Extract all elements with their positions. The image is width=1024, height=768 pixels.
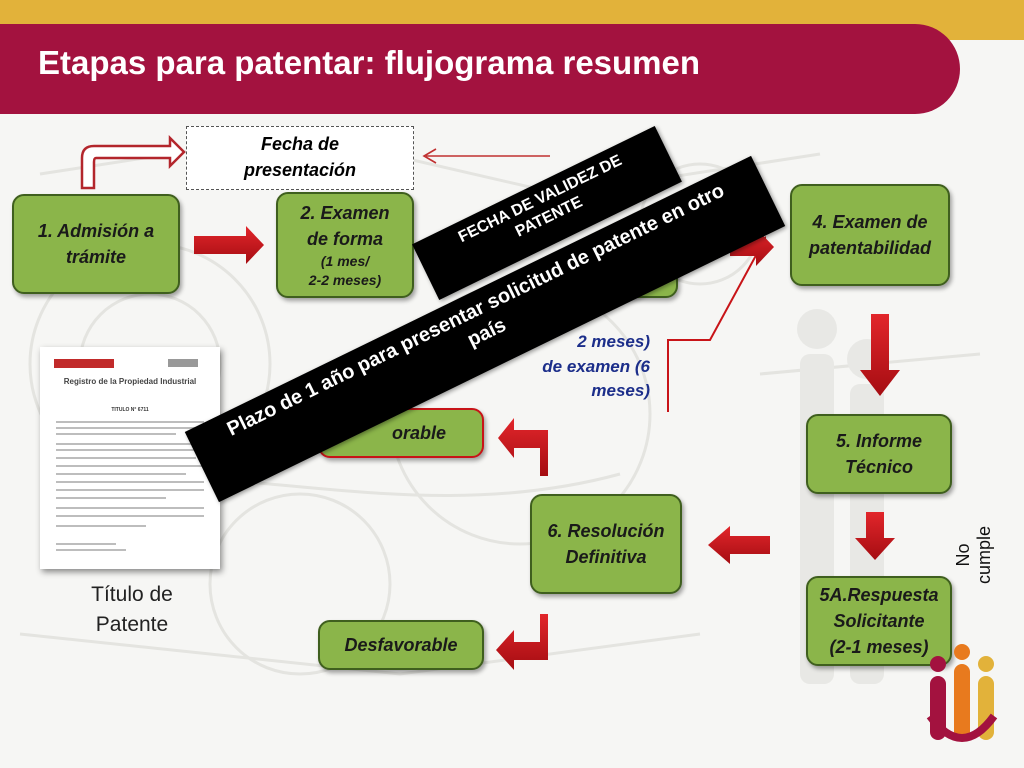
node-2-line1: 2. Examen [300, 200, 389, 226]
certificate-text-line [56, 481, 204, 483]
fecha-presentacion-line1: Fecha de [187, 131, 413, 157]
node-4-line1: 4. Examen de [812, 209, 927, 235]
node-respuesta-solicitante: 5A.Respuesta Solicitante (2-1 meses) [806, 576, 952, 666]
title-bar: Etapas para patentar: flujograma resumen [0, 24, 960, 114]
node-desfavorable: Desfavorable [318, 620, 484, 670]
node-informe-tecnico: 5. Informe Técnico [806, 414, 952, 494]
node-resolucion-definitiva: 6. Resolución Definitiva [530, 494, 682, 594]
node-desfavorable-label: Desfavorable [344, 632, 457, 658]
node-5-line1: 5. Informe [836, 428, 922, 454]
certificate-text-line [56, 457, 196, 459]
no-cumple-label: No cumple [953, 515, 995, 595]
certificate-text-line [56, 497, 166, 499]
node-1-line1: 1. Admisión a [38, 218, 154, 244]
certificate-text-line [56, 421, 204, 423]
node-examen-forma: 2. Examen de forma (1 mes/ 2-2 meses) [276, 192, 414, 298]
certificate-signature-line [56, 549, 126, 551]
node-5a-line3: (2-1 meses) [829, 634, 928, 660]
patent-certificate-image: Registro de la Propiedad Industrial TITU… [40, 347, 220, 569]
certificate-text-line [56, 449, 204, 451]
node-2-line4: 2-2 meses) [309, 271, 381, 290]
node-2-line2: de forma [307, 226, 383, 252]
certificate-logo-secondary [168, 359, 198, 367]
certificate-text-line [56, 515, 204, 517]
certificate-text-line [56, 427, 204, 429]
node-2-line3: (1 mes/ [321, 252, 369, 271]
node-examen-patentabilidad: 4. Examen de patentabilidad [790, 184, 950, 286]
certificate-text-line [56, 443, 204, 445]
node-1-line2: trámite [66, 244, 126, 270]
certificate-text-line [56, 525, 146, 527]
node-5a-line2: Solicitante [833, 608, 924, 634]
certificate-number: TITULO N° 6711 [40, 407, 220, 413]
node-6-line1: 6. Resolución [547, 518, 664, 544]
certificate-text-line [56, 433, 176, 435]
certificate-signature-line [56, 543, 116, 545]
certificate-text-line [56, 507, 204, 509]
node-5a-line1: 5A.Respuesta [819, 582, 938, 608]
certificate-logo [54, 359, 114, 368]
certificate-text-line [56, 473, 186, 475]
fecha-presentacion-line2: presentación [187, 157, 413, 183]
fecha-presentacion-box: Fecha de presentación [186, 126, 414, 190]
node-4-line2: patentabilidad [809, 235, 931, 261]
node-5-line2: Técnico [845, 454, 913, 480]
titulo-patente-line2: Patente [72, 610, 192, 640]
certificate-text-line [56, 489, 204, 491]
plazo-examen-line3: meses) [480, 379, 650, 404]
titulo-patente-label: Título de Patente [72, 580, 192, 641]
page-title: Etapas para patentar: flujograma resumen [38, 44, 700, 82]
certificate-heading: Registro de la Propiedad Industrial [40, 377, 220, 386]
node-favorable-label: orable [392, 420, 446, 446]
titulo-patente-line1: Título de [72, 580, 192, 610]
node-admision-tramite: 1. Admisión a trámite [12, 194, 180, 294]
node-6-line2: Definitiva [565, 544, 646, 570]
certificate-text-line [56, 465, 204, 467]
